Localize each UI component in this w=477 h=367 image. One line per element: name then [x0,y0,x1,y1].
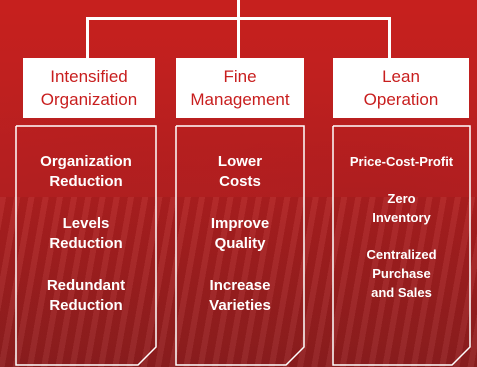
header-line: Lean [382,67,420,86]
header-line: Management [190,90,290,109]
panel-frame [15,125,157,366]
header-intensified-organization: Intensified Organization [23,58,155,118]
panel-intensified-organization: Organization Reduction Levels Reduction … [15,125,157,366]
item-line: Centralized [366,247,437,262]
item-line: Organization [40,153,132,170]
item-line: Purchase [372,266,431,281]
item-line: Lower [217,153,263,170]
panel-lean-operation: Price-Cost-Profit Zero Inventory Central… [332,125,471,366]
item-line: Inventory [372,210,431,225]
header-line: Operation [363,90,439,109]
item-line: and Sales [371,285,432,300]
connector-left [86,17,89,58]
item-centralized-purchase-and-sales: Centralized Purchase and Sales [366,245,436,302]
item-line: Costs [219,173,261,190]
item-improve-quality: Improve Quality [211,214,269,254]
connector-trunk [237,0,240,19]
item-line: Increase [209,277,271,294]
item-line: Zero [387,191,416,206]
header-line: Intensified [50,67,128,86]
item-price-cost-profit: Price-Cost-Profit [350,152,453,171]
item-organization-reduction: Organization Reduction [40,152,132,192]
connector-middle [237,17,240,58]
item-line: Redundant [46,277,126,294]
item-line: Reduction [49,235,123,252]
connector-right [388,17,391,58]
item-redundant-reduction: Redundant Reduction [47,276,125,316]
item-increase-varieties: Increase Varieties [209,276,271,316]
item-line: Quality [214,235,266,252]
item-line: Reduction [49,173,123,190]
header-lean-operation: Lean Operation [333,58,469,118]
item-line: Varieties [209,297,271,314]
panel-frame [332,125,471,366]
item-line: Reduction [49,297,123,314]
panel-frame [175,125,305,366]
item-zero-inventory: Zero Inventory [372,189,431,227]
panel-fine-management: Lower Costs Improve Quality Increase Var… [175,125,305,366]
item-levels-reduction: Levels Reduction [49,214,122,254]
item-line: Improve [210,215,270,232]
header-line: Fine [223,67,257,86]
item-lower-costs: Lower Costs [218,152,262,192]
header-line: Organization [40,90,138,109]
item-line: Levels [62,215,110,232]
item-line: Price-Cost-Profit [349,154,454,169]
header-fine-management: Fine Management [176,58,304,118]
